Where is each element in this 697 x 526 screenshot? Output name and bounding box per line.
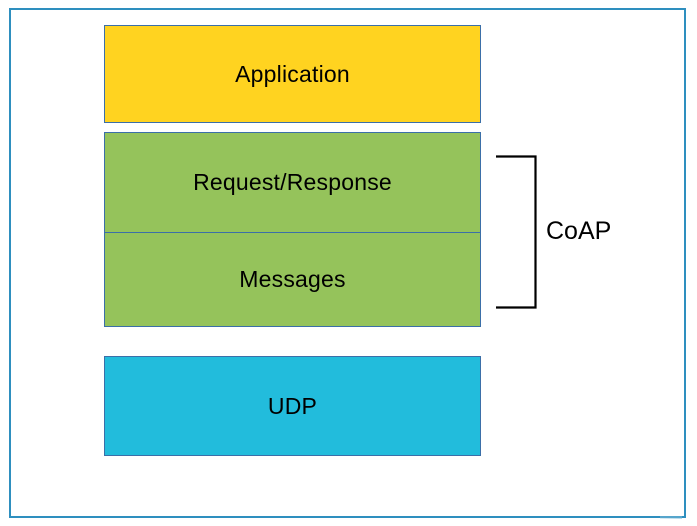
diagram-frame [9,8,686,518]
coap-bracket-icon [496,155,537,309]
frame-corner-artifact [660,516,682,519]
layer-box-messages[interactable]: Messages [104,232,481,327]
layer-label-request-response: Request/Response [193,169,392,195]
layer-box-udp[interactable]: UDP [104,356,481,456]
layer-box-application[interactable]: Application [104,25,481,123]
layer-label-messages: Messages [239,266,346,292]
layer-label-application: Application [235,60,350,87]
layer-box-request-response[interactable]: Request/Response [104,132,481,233]
layer-label-udp: UDP [267,392,318,419]
coap-group-label: CoAP [546,217,612,245]
